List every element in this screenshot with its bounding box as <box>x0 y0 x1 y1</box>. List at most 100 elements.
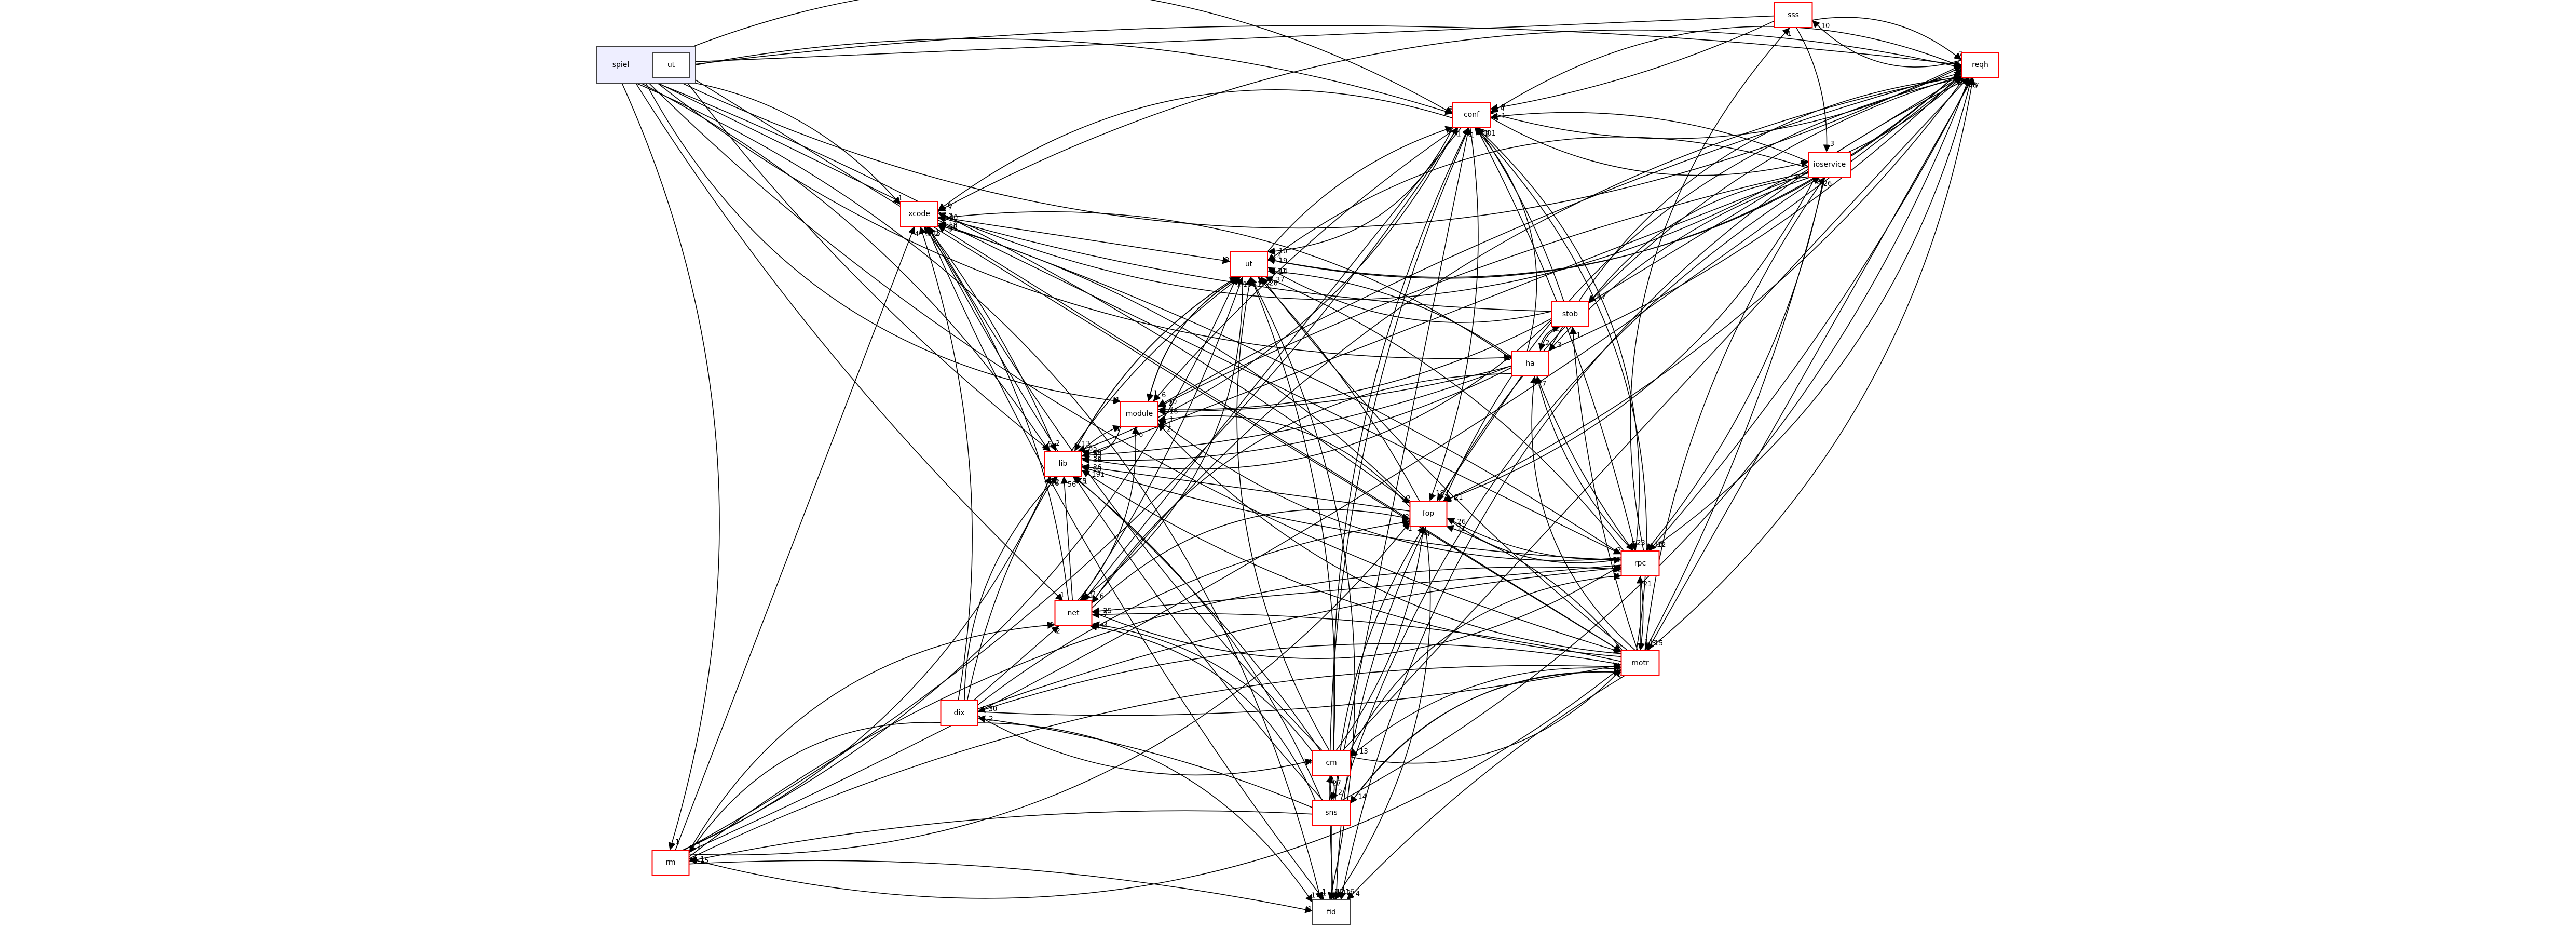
edge-spiel-to-module[interactable]: 1 <box>644 80 1121 405</box>
node-ut[interactable]: ut <box>1230 251 1268 277</box>
edge-rm-to-motr[interactable]: 1 <box>689 663 1621 859</box>
edge-ha-to-stob[interactable]: 2 <box>1539 325 1560 352</box>
edge-sss-to-spiel[interactable]: 3 <box>644 15 1775 68</box>
edge-rpc-to-reqh[interactable]: 8 <box>1648 77 1977 552</box>
edge-ioservice-to-xcode[interactable]: 2 <box>937 165 1809 300</box>
edge-motr-to-sns[interactable]: 14 <box>1350 671 1621 804</box>
node-cm[interactable]: cm <box>1312 750 1351 776</box>
node-conf[interactable]: conf <box>1452 102 1491 128</box>
edge-dix-to-fid[interactable]: 1 <box>977 722 1316 903</box>
edge-ut-to-module[interactable]: 1 <box>1146 276 1240 402</box>
edge-sns-to-lib[interactable]: 5 <box>1072 476 1323 801</box>
edge-conf-to-net[interactable]: 2 <box>1083 127 1462 601</box>
edge-fop-to-rpc[interactable]: 1 <box>1447 517 1621 564</box>
edge-sns-to-ioservice[interactable]: 2 <box>1340 177 1820 801</box>
edge-spiel_ut-to-reqh[interactable]: 1 <box>689 25 1962 68</box>
node-sns[interactable]: sns <box>1312 800 1351 826</box>
edge-ha-to-rpc[interactable]: 5 <box>1536 375 1636 552</box>
edge-motr-to-stob[interactable]: 1 <box>1569 326 1638 651</box>
edge-stob-to-reqh[interactable]: 6 <box>1588 75 1962 304</box>
edge-fop-to-reqh[interactable]: 1 <box>1443 75 1965 502</box>
edge-reqh-to-motr[interactable]: 15 <box>1646 77 1974 651</box>
edge-rpc-to-fop[interactable]: 26 <box>1447 517 1621 560</box>
edge-ha-to-reqh[interactable]: 4 <box>1548 74 1962 352</box>
edge-ha-to-conf[interactable]: 101 <box>1474 127 1537 352</box>
edge-conf-to-ioservice[interactable]: 1 <box>1490 117 1809 176</box>
node-rm[interactable]: rm <box>651 850 690 876</box>
edge-rpc-to-motr[interactable]: 11 <box>1638 575 1653 651</box>
edge-rm-to-conf[interactable]: 1 <box>684 127 1461 851</box>
edge-motr-to-reqh[interactable]: 7 <box>1647 77 1979 651</box>
edge-spiel_ut-to-conf[interactable]: 10 <box>689 38 1456 115</box>
edge-ut-to-reqh[interactable]: 1 <box>1267 70 1963 279</box>
edge-rm-to-rpc[interactable]: 2 <box>689 565 1621 857</box>
edge-motr-to-xcode[interactable]: 9 <box>937 225 1621 652</box>
edge-module-to-ut[interactable]: 2 <box>1148 276 1240 402</box>
edge-dix-to-rpc[interactable]: 5 <box>977 564 1621 709</box>
edge-cm-to-fop[interactable]: 4 <box>1335 526 1430 751</box>
edge-dix-to-rm[interactable]: 1 <box>688 722 941 854</box>
edge-dix-to-ut[interactable]: 1 <box>966 276 1242 701</box>
node-motr[interactable]: motr <box>1620 650 1660 676</box>
edge-sns-to-reqh[interactable]: 2 <box>1342 77 1974 801</box>
edge-motr-to-dix[interactable]: 30 <box>977 643 1621 713</box>
edge-xcode-to-lib[interactable]: 2 <box>926 226 1060 452</box>
edge-spiel-to-conf[interactable]: 30 <box>644 0 1457 114</box>
edge-motr-to-ioservice[interactable]: 26 <box>1644 177 1832 651</box>
edge-sns-to-dix[interactable]: 2 <box>977 715 1313 809</box>
edge-ioservice-to-ut[interactable]: 4 <box>1267 136 1809 262</box>
edge-stob-to-xcode[interactable]: 3 <box>937 215 1552 312</box>
edge-spiel_ut-to-lib[interactable]: 1 <box>683 77 1052 452</box>
node-module[interactable]: module <box>1120 401 1158 427</box>
node-ioservice[interactable]: ioservice <box>1808 152 1851 178</box>
edge-dix-to-motr[interactable]: 4 <box>977 662 1621 716</box>
node-net[interactable]: net <box>1054 600 1093 626</box>
edge-net-to-ut[interactable]: 16 <box>1079 276 1251 601</box>
edge-xcode-to-fid[interactable]: 1 <box>926 226 1326 900</box>
edge-spiel-to-ha[interactable]: 1 <box>644 72 1512 362</box>
edge-lib-to-module[interactable]: 1 <box>1081 425 1121 452</box>
edge-cm-to-rpc[interactable]: 1 <box>1350 572 1621 751</box>
edge-ha-to-module[interactable]: 16 <box>1157 365 1512 416</box>
edge-rm-to-xcode[interactable]: 4 <box>675 226 919 851</box>
edge-spiel-to-xcode[interactable]: 1 <box>644 76 903 205</box>
node-ha[interactable]: ha <box>1511 351 1549 376</box>
edge-ha-to-fop[interactable]: 4 <box>1436 375 1522 502</box>
edge-spiel-to-fid[interactable]: 1 <box>636 83 1326 900</box>
edge-reqh-to-ut[interactable]: 19 <box>1267 70 1962 278</box>
edge-sns-to-ut[interactable]: 1 <box>1250 276 1335 801</box>
edge-motr-to-fid[interactable]: 4 <box>1346 675 1625 900</box>
edge-sns-to-motr[interactable]: 3 <box>1350 668 1621 804</box>
edge-motr-to-net[interactable]: 7 <box>1092 611 1621 662</box>
edge-net-to-fop[interactable]: 2 <box>1091 509 1410 609</box>
edge-spiel-to-net[interactable]: 1 <box>635 83 1065 601</box>
edge-ut-to-net[interactable]: 1 <box>1079 276 1243 601</box>
edge-net-to-xcode[interactable]: 13 <box>923 226 1069 601</box>
edge-spiel_ut-to-motr[interactable]: 2 <box>689 76 1621 652</box>
edge-rpc-to-ut[interactable]: 37 <box>1265 276 1625 552</box>
edge-ioservice-to-lib[interactable]: 9 <box>1081 172 1809 458</box>
edge-cm-to-lib[interactable]: 1 <box>1074 476 1321 751</box>
edge-dix-to-lib[interactable]: 2 <box>964 476 1059 701</box>
edge-reqh-to-rpc[interactable]: 12 <box>1648 77 1972 552</box>
edge-dix-to-net[interactable]: 2 <box>973 625 1060 701</box>
edge-sss-to-ioservice[interactable]: 3 <box>1796 27 1834 153</box>
edge-rpc-to-net[interactable]: 25 <box>1092 564 1621 615</box>
node-fid[interactable]: fid <box>1312 899 1351 925</box>
edge-reqh-to-lib[interactable]: 83 <box>1081 72 1962 459</box>
edge-rm-to-fid[interactable]: 12 <box>689 860 1316 913</box>
edge-sns-to-conf[interactable]: 1 <box>1333 127 1475 801</box>
edge-rm-to-reqh[interactable]: 3 <box>689 75 1963 852</box>
edge-stob-to-module[interactable]: 2 <box>1157 318 1552 414</box>
edge-rpc-to-sss[interactable]: 1 <box>1630 27 1792 552</box>
node-rpc[interactable]: rpc <box>1620 550 1660 576</box>
edge-xcode-to-ut[interactable]: 2 <box>937 216 1231 264</box>
edge-dix-to-cm[interactable]: 4 <box>977 715 1313 776</box>
node-fop[interactable]: fop <box>1409 501 1448 527</box>
edge-reqh-to-sss[interactable]: 10 <box>1811 20 1962 68</box>
edge-cm-to-reqh[interactable]: 3 <box>1342 77 1970 751</box>
node-spiel_ut[interactable]: ut <box>652 52 690 78</box>
edge-fop-to-module[interactable]: 1 <box>1157 415 1411 508</box>
edge-sns-to-rm[interactable]: 1 <box>689 810 1313 864</box>
edge-module-to-lib[interactable]: 10 <box>1081 426 1121 458</box>
